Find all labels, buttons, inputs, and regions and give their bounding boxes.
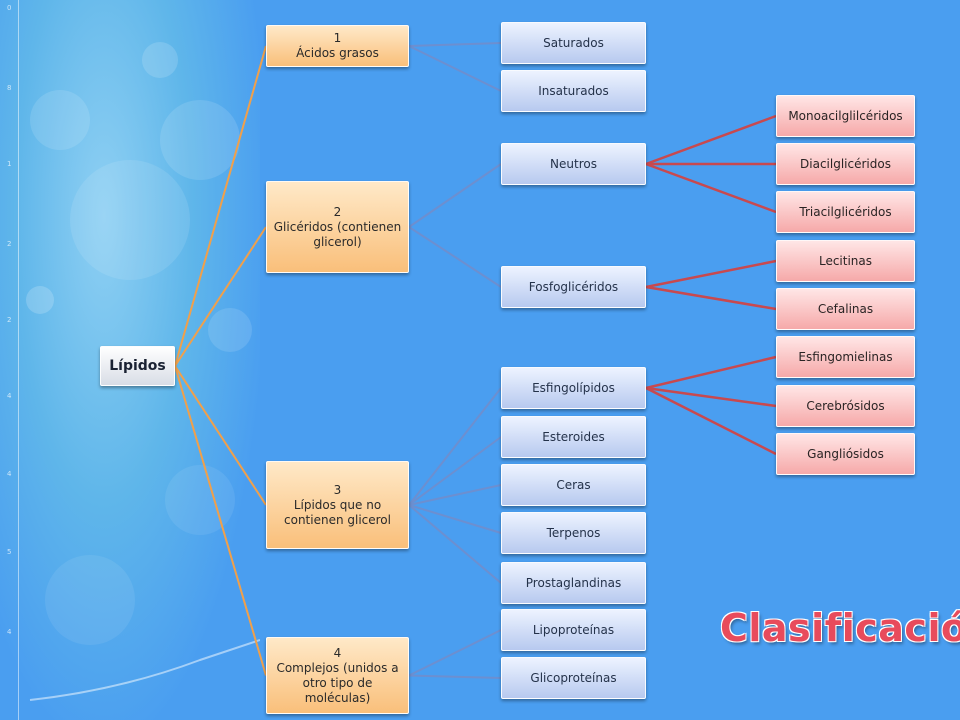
subcategory-label: Neutros [550,156,597,171]
slide-title: Clasificación [720,606,960,650]
leaf-node: Cerebrósidos [776,385,915,427]
leaf-node: Gangliósidos [776,433,915,475]
group-number: 4 [333,645,342,660]
link-group-child [408,163,502,228]
link-subcategory-leaf [645,285,777,311]
subcategory-label: Insaturados [538,83,609,98]
leaf-label: Triacilglicéridos [799,204,892,219]
subcategory-node: Insaturados [501,70,646,112]
link-group-child [408,629,502,677]
subcategory-label: Prostaglandinas [525,575,622,590]
subcategory-label: Terpenos [546,525,601,540]
subcategory-node: Lipoproteínas [501,609,646,651]
subcategory-node: Esteroides [501,416,646,458]
leaf-node: Lecitinas [776,240,915,282]
leaf-node: Esfingomielinas [776,336,915,378]
root-node: Lípidos [100,346,175,386]
link-root-group-3 [174,365,267,506]
subcategory-node: Neutros [501,143,646,185]
leaf-node: Diacilglicéridos [776,143,915,185]
link-subcategory-leaf [645,162,777,214]
leaf-label: Monoacilglilcéridos [788,108,903,123]
subcategory-node: Terpenos [501,512,646,554]
leaf-label: Gangliósidos [807,446,884,461]
subcategory-label: Esfingolípidos [532,380,615,395]
link-group-child [408,226,502,288]
subcategory-node: Fosfoglicéridos [501,266,646,308]
leaf-label: Esfingomielinas [798,349,893,364]
link-group-child [408,42,502,47]
subcategory-label: Glicoproteínas [530,670,617,685]
group-label: Ácidos grasos [296,46,379,60]
link-group-child [408,484,502,506]
leaf-label: Lecitinas [818,253,873,268]
subcategory-label: Lipoproteínas [532,622,615,637]
group-label: Glicéridos (contienen glicerol) [273,219,402,249]
link-root-group-2 [174,226,267,367]
subcategory-node: Ceras [501,464,646,506]
leaf-label: Diacilglicéridos [800,156,891,171]
subcategory-node: Prostaglandinas [501,562,646,604]
leaf-node: Cefalinas [776,288,915,330]
leaf-node: Triacilglicéridos [776,191,915,233]
subcategory-node: Glicoproteínas [501,657,646,699]
link-subcategory-leaf [645,386,777,408]
subcategory-node: Saturados [501,22,646,64]
subcategory-label: Esteroides [542,429,605,444]
link-group-child [408,504,502,534]
subcategory-label: Fosfoglicéridos [528,279,619,294]
group-label: Lípidos que no contienen glicerol [284,497,391,527]
group-number: 2 [333,204,342,219]
link-group-child [408,674,502,679]
group-number: 1 [333,31,342,45]
group-number: 3 [333,482,342,497]
subcategory-node: Esfingolípidos [501,367,646,409]
leaf-label: Cefalinas [817,301,874,316]
link-group-child [408,387,502,506]
link-subcategory-leaf [645,355,777,390]
link-subcategory-leaf [645,259,777,289]
link-root-group-4 [174,365,267,676]
link-subcategory-leaf [645,114,777,166]
link-root-group-1 [174,45,267,367]
subcategory-label: Ceras [556,477,591,492]
leaf-node: Monoacilglilcéridos [776,95,915,137]
group-label: Complejos (unidos a otro tipo de molécul… [276,660,399,705]
link-group-child [408,45,502,92]
link-subcategory-leaf [645,386,777,456]
subcategory-label: Saturados [543,35,604,50]
root-label: Lípidos [109,357,166,374]
leaf-label: Cerebrósidos [806,398,885,413]
link-group-child [408,504,502,584]
link-group-child [408,436,502,506]
